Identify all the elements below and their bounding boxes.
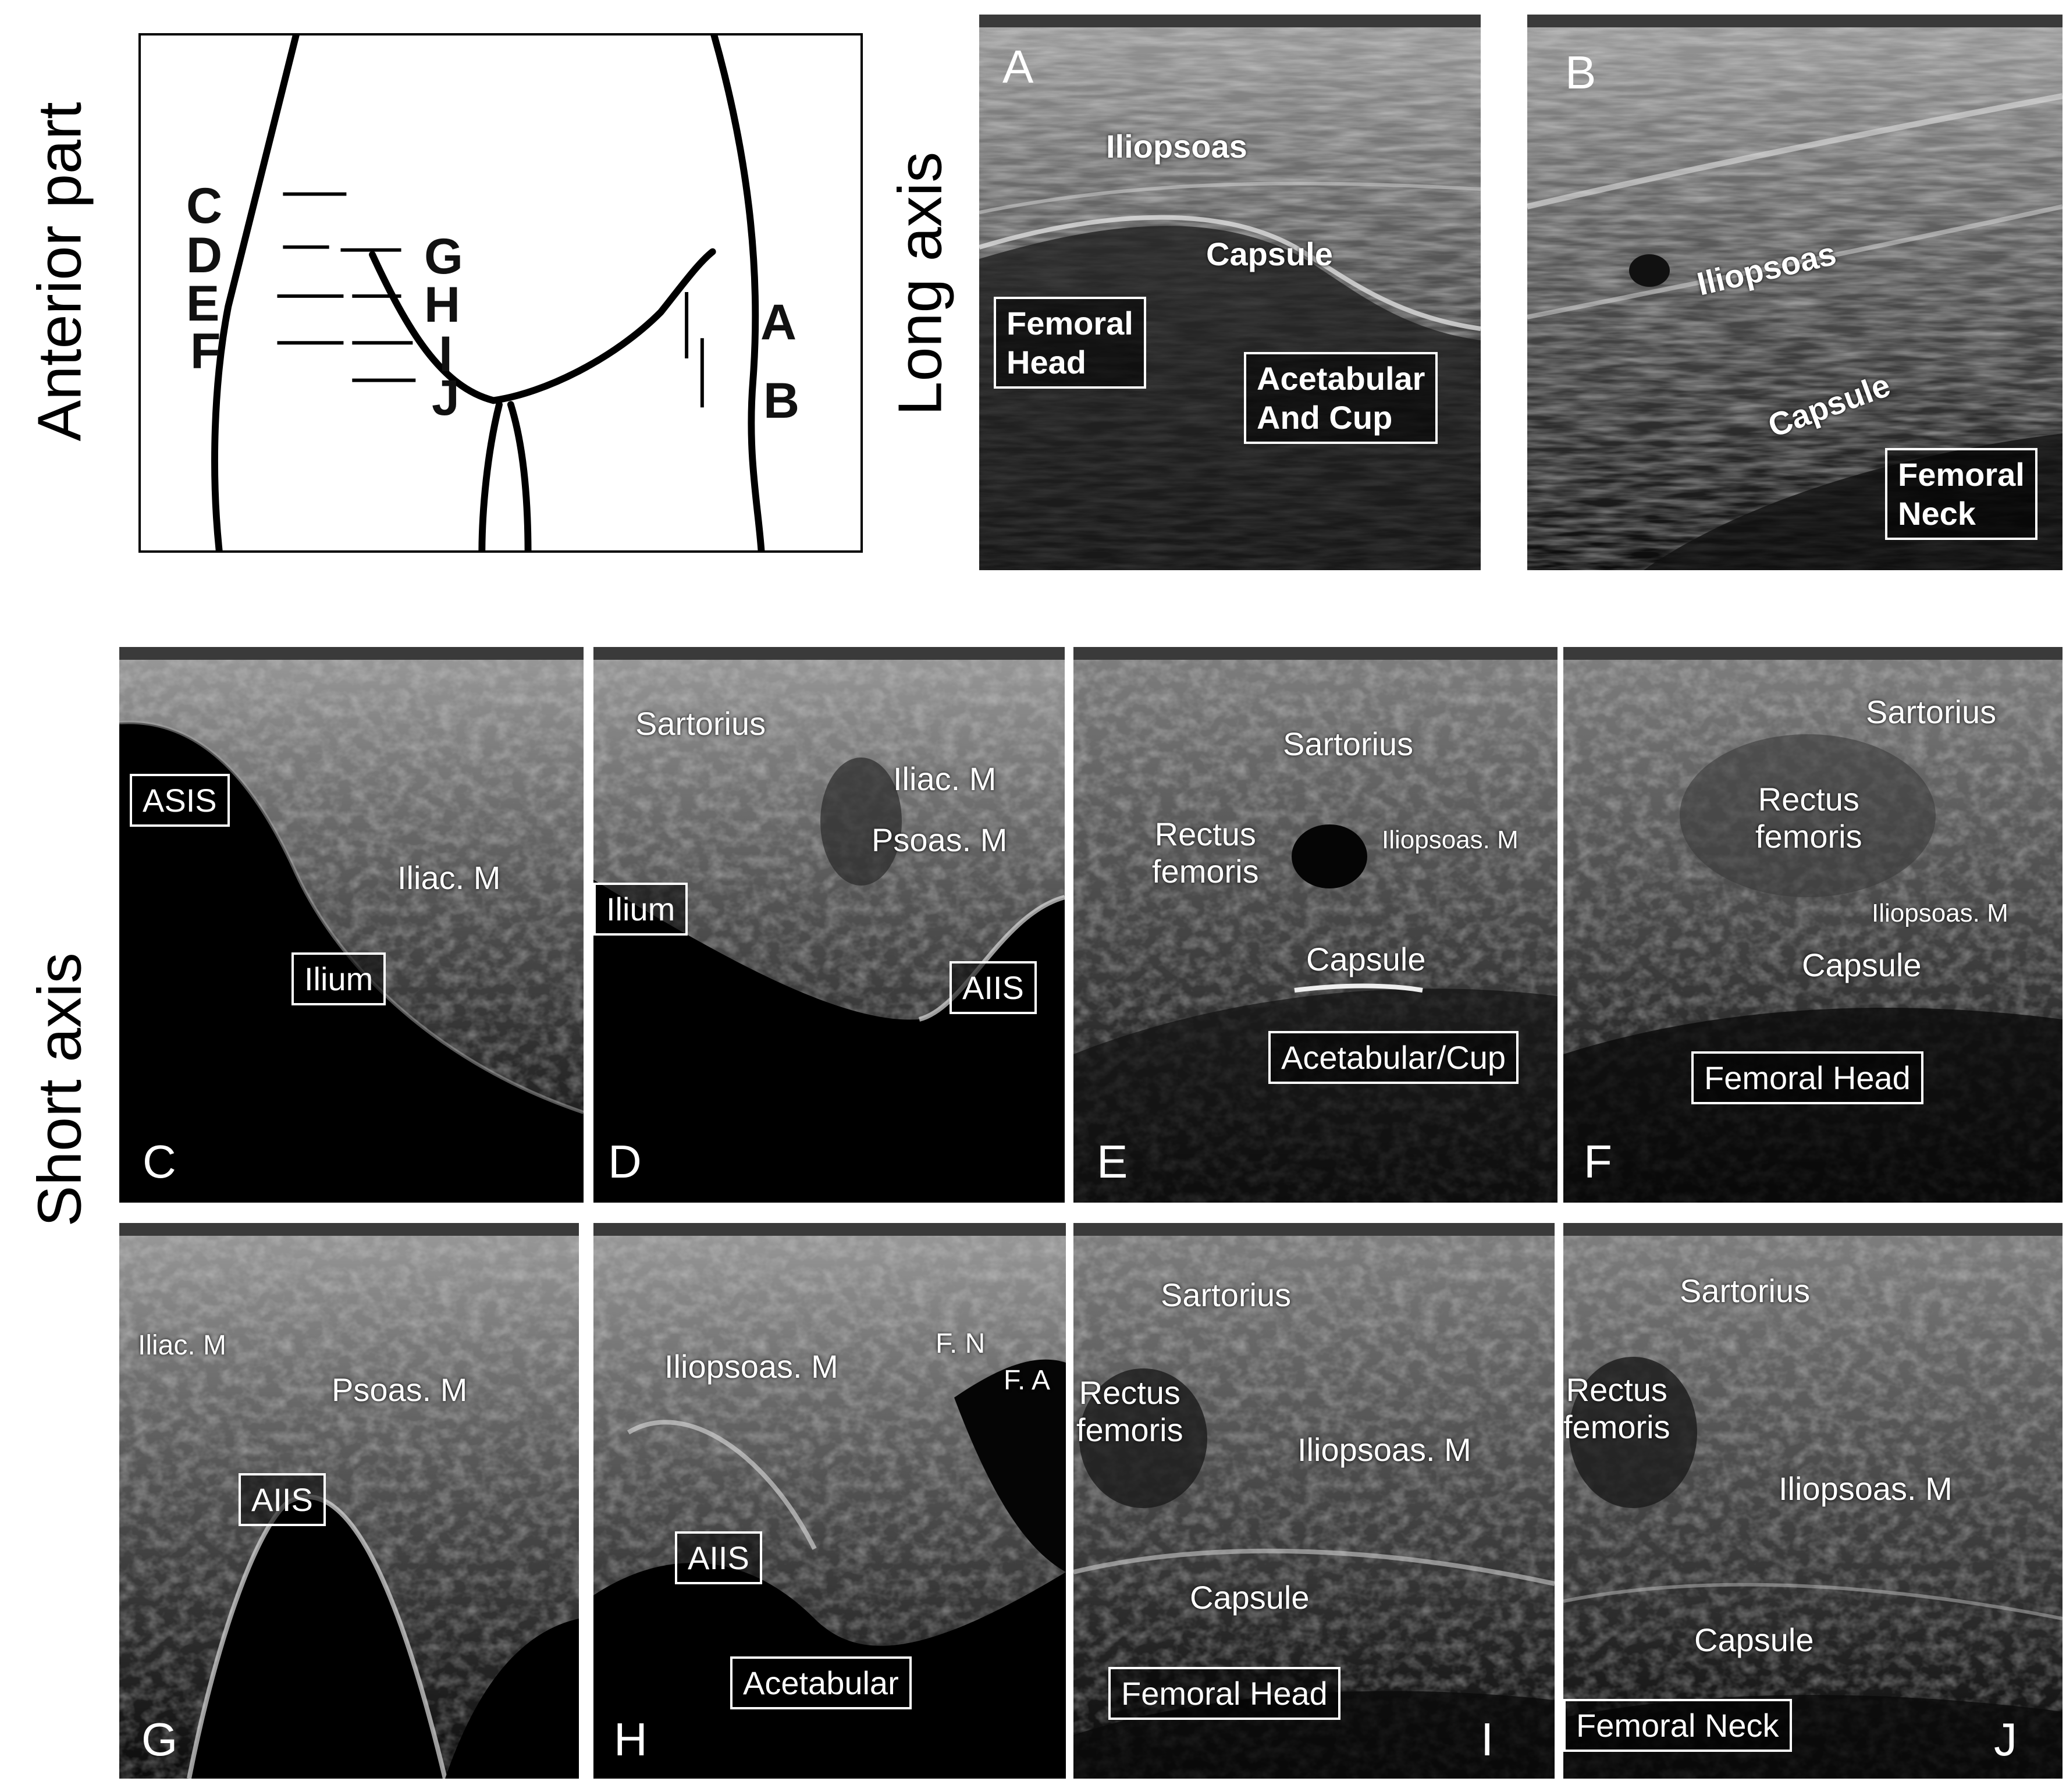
label-capsule: Capsule [1694,1622,1814,1658]
diagram-letter-c: C [186,178,223,234]
ultrasound-panel-c: C ASIS Iliac. M Ilium [119,647,584,1203]
probe-strip [119,647,584,660]
label-aiis: AIIS [239,1473,326,1527]
label-ilium: Ilium [593,883,688,936]
diagram-letter-j: J [432,370,460,426]
panel-letter: D [608,1136,642,1187]
label-sartorius: Sartorius [1283,726,1414,762]
probe-strip [1527,15,2063,27]
label-sartorius: Sartorius [1161,1277,1292,1313]
panel-letter: B [1565,47,1596,98]
label-rectus-femoris: Rectus femoris [1076,1374,1183,1449]
ultrasound-panel-b: B Iliopsoas Capsule Femoral Neck [1527,15,2063,570]
label-asis: ASIS [130,774,230,827]
diagram-letter-f: F [190,323,221,379]
ultrasound-panel-d: D Sartorius Iliac. M Psoas. M Ilium AIIS [593,647,1065,1203]
ultrasound-panel-j: J Sartorius Rectus femoris Iliopsoas. M … [1563,1223,2063,1779]
probe-strip [593,1223,1066,1236]
ultrasound-image-e [1073,647,1557,1203]
label-femoral-neck: Femoral Neck [1885,448,2037,541]
label-femoral-artery: F. A [1004,1365,1051,1396]
diagram-letter-b: B [763,373,800,429]
label-capsule: Capsule [1206,236,1333,272]
pelvis-outline-drawing [211,35,765,550]
label-iliac-m: Iliac. M [138,1330,227,1361]
probe-strip [593,647,1065,660]
probe-strip [119,1223,579,1236]
label-short-axis: Short axis [25,952,94,1227]
panel-letter: C [143,1136,176,1187]
panel-letter: H [614,1713,648,1765]
panel-letter: E [1097,1136,1128,1187]
probe-strip [1073,647,1557,660]
label-aiis: AIIS [675,1531,762,1585]
label-capsule: Capsule [1802,947,1922,983]
probe-strip [1563,1223,2063,1236]
diagram-letter-e: E [186,276,220,332]
label-long-axis: Long axis [886,151,955,416]
ultrasound-image-a [979,15,1481,570]
ultrasound-panel-i: I Sartorius Rectus femoris Iliopsoas. M … [1073,1223,1555,1779]
diagram-letter-d: D [186,227,223,283]
label-rectus-femoris: Rectus femoris [1152,816,1259,890]
label-rectus-femoris: Rectus femoris [1755,781,1862,855]
panel-letter: G [141,1713,178,1765]
label-psoas-m: Psoas. M [872,822,1008,858]
ultrasound-panel-a: A Iliopsoas Capsule Femoral Head Acetabu… [979,15,1481,570]
ultrasound-image-g [119,1223,579,1779]
label-femoral-head: Femoral Head [1691,1051,1923,1105]
ultrasound-panel-g: G Iliac. M Psoas. M AIIS [119,1223,579,1779]
label-femoral-nerve: F. N [936,1328,986,1359]
label-psoas-m: Psoas. M [332,1371,468,1408]
label-femoral-neck: Femoral Neck [1563,1699,1792,1752]
label-iliopsoas-m: Iliopsoas. M [1779,1470,1953,1507]
panel-letter: F [1584,1136,1612,1187]
label-capsule: Capsule [1190,1579,1310,1616]
panel-letter: I [1481,1713,1494,1765]
ultrasound-image-d [593,647,1065,1203]
diagram-letter-a: A [760,294,797,350]
label-acetabular: Acetabular [730,1656,912,1710]
label-iliopsoas-m: Iliopsoas. M [1382,826,1519,854]
label-acetabular-cup: Acetabular/Cup [1268,1031,1519,1085]
label-capsule: Capsule [1306,941,1426,977]
label-femoral-head: Femoral Head [1108,1667,1340,1720]
label-iliac-m: Iliac. M [397,859,501,896]
label-iliopsoas-m: Iliopsoas. M [1872,899,2008,927]
label-rectus-femoris: Rectus femoris [1563,1371,1670,1446]
panel-letter: A [1002,41,1034,93]
diagram-letter-h: H [424,277,461,333]
label-iliopsoas-m: Iliopsoas. M [664,1348,838,1385]
label-iliac-m: Iliac. M [893,760,997,797]
label-sartorius: Sartorius [1680,1272,1811,1309]
label-acetabular-and-cup: Acetabular And Cup [1244,352,1438,445]
label-iliopsoas: Iliopsoas [1106,128,1247,165]
ultrasound-panel-f: F Sartorius Rectus femoris Iliopsoas. M … [1563,647,2063,1203]
panel-letter: J [1994,1713,2017,1765]
label-aiis: AIIS [950,961,1037,1015]
pelvis-diagram: C D E F G H I J A B [138,33,863,553]
label-iliopsoas-m: Iliopsoas. M [1297,1431,1471,1468]
probe-strip [1563,647,2063,660]
ultrasound-panel-e: E Sartorius Rectus femoris Iliopsoas. M … [1073,647,1557,1203]
label-sartorius: Sartorius [1866,694,1997,730]
diagram-letter-i: I [439,326,453,382]
ultrasound-panel-h: H Iliopsoas. M F. N F. A AIIS Acetabular [593,1223,1066,1779]
label-femoral-head: Femoral Head [994,297,1146,389]
label-sartorius: Sartorius [635,705,766,742]
probe-strip [979,15,1481,27]
ultrasound-image-c [119,647,584,1203]
probe-strip [1073,1223,1555,1236]
label-ilium: Ilium [291,952,386,1006]
ultrasound-image-f [1563,647,2063,1203]
ultrasound-image-j [1563,1223,2063,1779]
label-anterior-part: Anterior part [25,102,94,442]
diagram-letter-g: G [424,229,463,285]
